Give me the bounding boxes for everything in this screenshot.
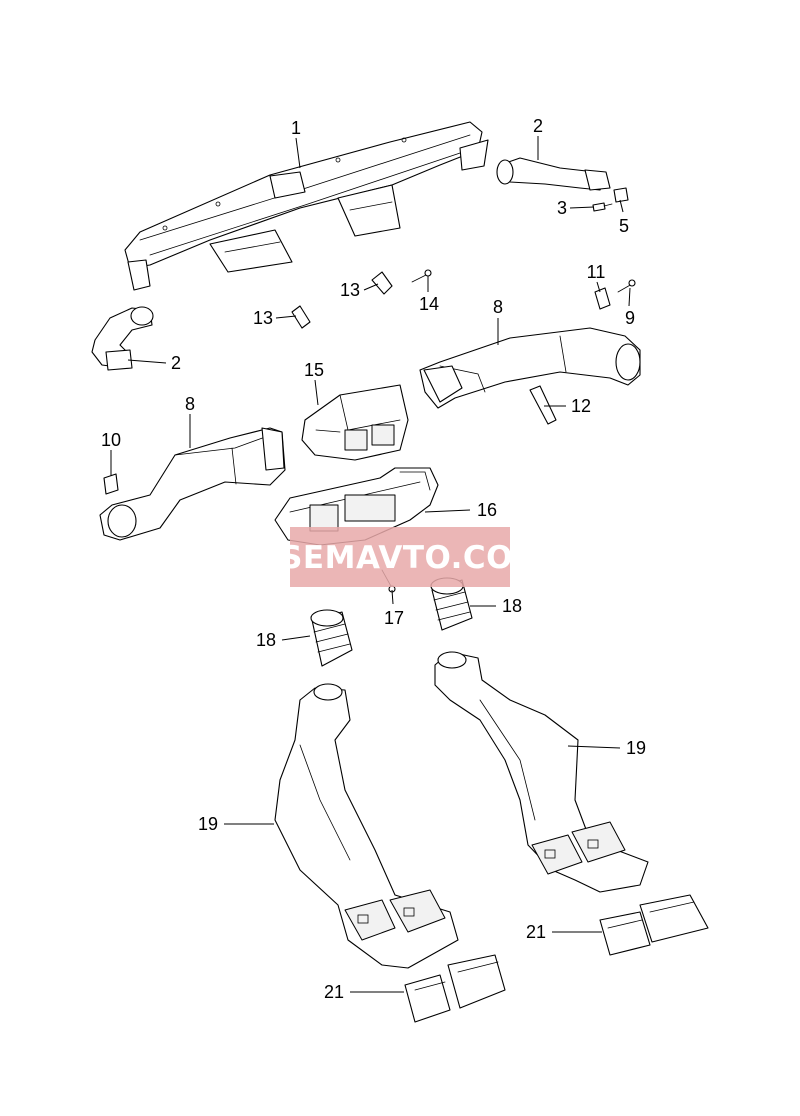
part-11-clip [594,287,611,310]
callout-2-upper: 2 [533,116,543,136]
part-15-center-vent [301,384,409,461]
part-9-screw [617,279,636,293]
part-21-outlet-lower [404,954,506,1023]
part-2-side-hose-right [496,157,611,191]
callout-21-left: 21 [324,982,344,1002]
part-1-main-duct [124,121,489,291]
part-5-clip [613,187,629,203]
callout-16: 16 [477,500,497,520]
part-21-outlet-upper [599,894,709,956]
callout-13-lower: 13 [253,308,273,328]
callout-12: 12 [571,396,591,416]
part-18-bellows-left [310,609,353,667]
callout-labels: 1 2 3 5 13 14 13 2 11 9 8 12 15 8 10 16 … [101,116,646,1002]
callout-21-right: 21 [526,922,546,942]
svg-text:VSEMAVTO.COM: VSEMAVTO.COM [256,540,545,576]
part-19-floor-duct-left [274,683,459,969]
part-16-center-housing [274,467,439,546]
callout-18-left: 18 [256,630,276,650]
callout-1: 1 [291,118,301,138]
part-19-floor-duct-right [434,651,649,893]
part-2-side-hose-left [91,306,154,371]
callout-9: 9 [625,308,635,328]
part-8-side-duct-right [419,327,641,409]
callout-2-lower: 2 [171,353,181,373]
callout-8-left: 8 [185,394,195,414]
part-13-bracket-upper [371,271,393,295]
callout-19-right: 19 [626,738,646,758]
part-8-side-duct-left [99,427,286,541]
callout-13-upper: 13 [340,280,360,300]
callout-3: 3 [557,198,567,218]
callout-19-left: 19 [198,814,218,834]
callout-11: 11 [587,262,606,282]
part-12-clip [529,385,557,425]
callout-8-right: 8 [493,297,503,317]
leader-lines [110,136,631,993]
part-3-screw [592,202,613,212]
callout-15: 15 [304,360,324,380]
callout-10: 10 [101,430,121,450]
watermark: VSEMAVTO.COM [256,527,545,587]
part-10-clip [103,473,119,495]
callout-18-right: 18 [502,596,522,616]
callout-14: 14 [419,294,439,314]
callout-17: 17 [384,608,404,628]
callout-5: 5 [619,216,629,236]
part-13-bracket-lower [291,305,311,329]
